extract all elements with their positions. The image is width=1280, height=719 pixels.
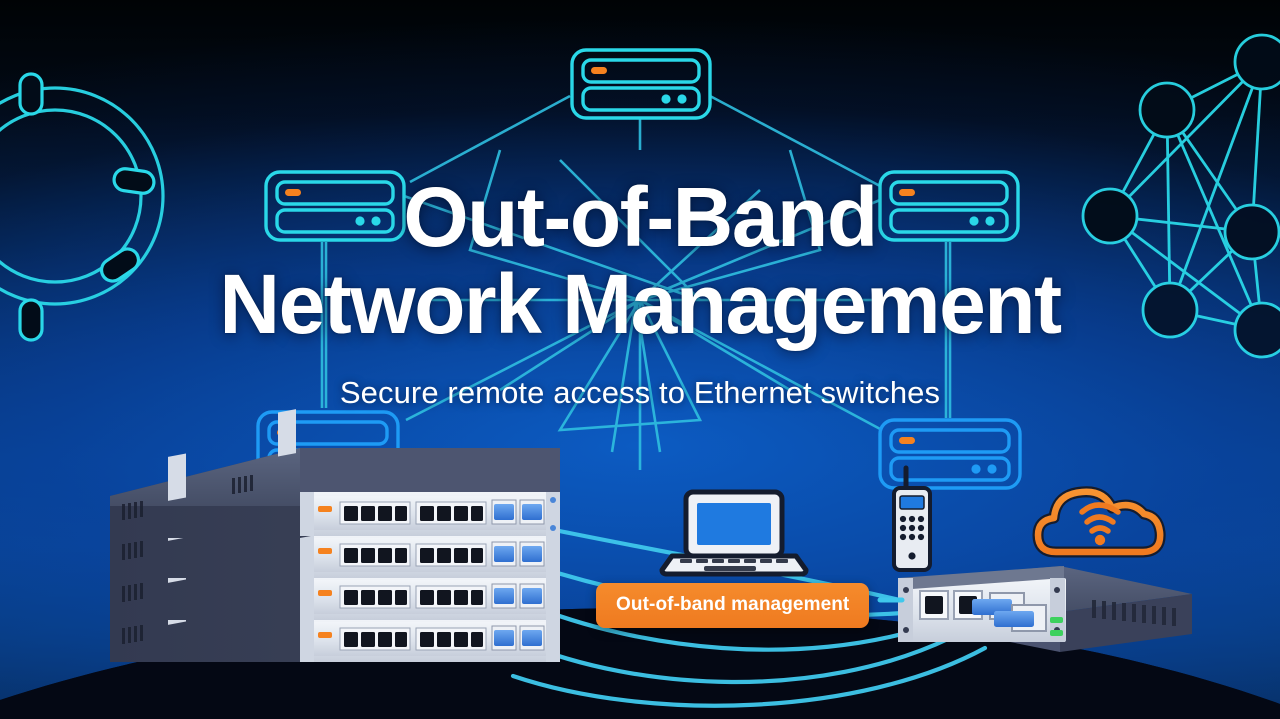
ethernet-switch-stack <box>110 409 560 662</box>
phone-keypad <box>899 515 925 560</box>
sfp-connector <box>494 546 514 562</box>
sfp-connector <box>494 504 514 520</box>
sfp-connector <box>494 588 514 604</box>
sfp-connector <box>994 611 1034 627</box>
server-node-mid-left <box>264 170 406 242</box>
sfp-connector <box>522 504 542 520</box>
switch-unit <box>110 409 560 538</box>
switch-status-led <box>318 632 332 638</box>
server-led-orange <box>899 189 915 196</box>
status-led-green <box>1050 630 1063 636</box>
laptop-icon <box>659 489 809 577</box>
switch-status-led <box>318 590 332 596</box>
cloud-wifi-icon <box>1032 486 1166 558</box>
phone-screen <box>899 495 925 510</box>
ring-topology-connectors <box>18 72 156 342</box>
server-led-orange <box>285 189 301 196</box>
wifi-dot <box>1094 534 1106 546</box>
switch-status-led <box>318 548 332 554</box>
switch-status-led <box>318 506 332 512</box>
server-led-orange <box>591 67 607 74</box>
mesh-network-graphic <box>1081 33 1280 359</box>
ring-topology-graphic <box>0 86 165 306</box>
console-server-device <box>898 566 1192 652</box>
server-node-mid-right <box>878 170 1020 242</box>
star-topology-graphic <box>320 94 952 470</box>
status-led-green <box>1050 617 1063 623</box>
sfp-connector <box>522 588 542 604</box>
server-led-orange <box>899 437 915 444</box>
server-node-low-right <box>878 418 1022 490</box>
sfp-connector <box>522 546 542 562</box>
handset-phone-icon <box>892 465 932 572</box>
sfp-connector <box>522 630 542 646</box>
wifi-symbol <box>1079 502 1121 534</box>
out-of-band-management-badge[interactable]: Out-of-band management <box>596 583 870 628</box>
server-node-top-center <box>570 48 712 120</box>
sfp-connector <box>494 630 514 646</box>
